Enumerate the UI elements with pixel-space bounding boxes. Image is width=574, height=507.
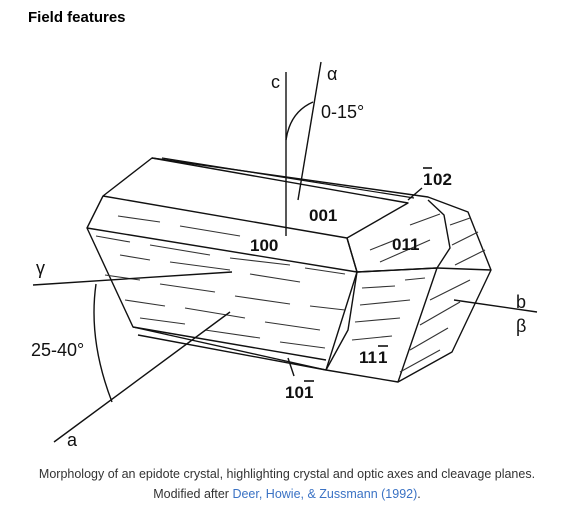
face-label-111-main: 11	[359, 348, 377, 367]
face-label-102-barred-digit: 1	[423, 170, 432, 189]
face-label-tick-101	[287, 357, 295, 377]
label-a: a	[67, 430, 78, 450]
gamma-angle-arc	[93, 283, 113, 403]
face-label-111-bar-digit: 1	[378, 348, 387, 367]
caption-reference-link[interactable]: Deer, Howie, & Zussmann (1992)	[232, 487, 418, 501]
label-angle-gamma: 25-40°	[31, 340, 84, 360]
face-label-100: 100	[250, 236, 278, 255]
face-label-102: 1 02	[423, 167, 452, 189]
b-axis	[453, 299, 538, 313]
face-label-011: 011	[392, 235, 419, 254]
face-101-edges	[132, 326, 327, 371]
figure-caption: Morphology of an epidote crystal, highli…	[20, 464, 554, 504]
face-label-102-rest: 02	[433, 170, 452, 189]
gamma-axis	[32, 271, 233, 286]
label-alpha: α	[327, 64, 337, 84]
face-label-101-main: 10	[285, 383, 304, 402]
label-beta: β	[516, 316, 526, 336]
caption-end: .	[417, 487, 421, 501]
epidote-crystal-diagram: c α 0-15° γ 25-40° a b β 001 100 011 1 0…	[31, 61, 538, 450]
face-label-001: 001	[309, 206, 337, 225]
face-011-edges	[346, 199, 451, 273]
cleavage-lines-side	[351, 213, 486, 373]
cleavage-lines-100	[95, 215, 346, 349]
face-100-edges	[86, 227, 358, 371]
face-label-tick-102	[407, 187, 423, 201]
caption-text: Morphology of an epidote crystal, highli…	[38, 467, 536, 501]
label-angle-alpha: 0-15°	[321, 102, 364, 122]
label-gamma: γ	[36, 258, 45, 278]
label-c: c	[271, 72, 280, 92]
face-001-edges	[102, 157, 409, 239]
alpha-axis	[297, 61, 322, 201]
alpha-angle-arc	[285, 101, 314, 141]
label-b: b	[516, 292, 526, 312]
crystal-outline	[86, 157, 492, 383]
face-111-edges	[356, 267, 438, 383]
face-label-111: 11 1	[359, 345, 388, 367]
a-axis	[53, 311, 231, 443]
face-label-101-bar-digit: 1	[304, 383, 313, 402]
section-title: Field features	[28, 9, 126, 26]
face-label-101: 10 1	[285, 380, 314, 402]
